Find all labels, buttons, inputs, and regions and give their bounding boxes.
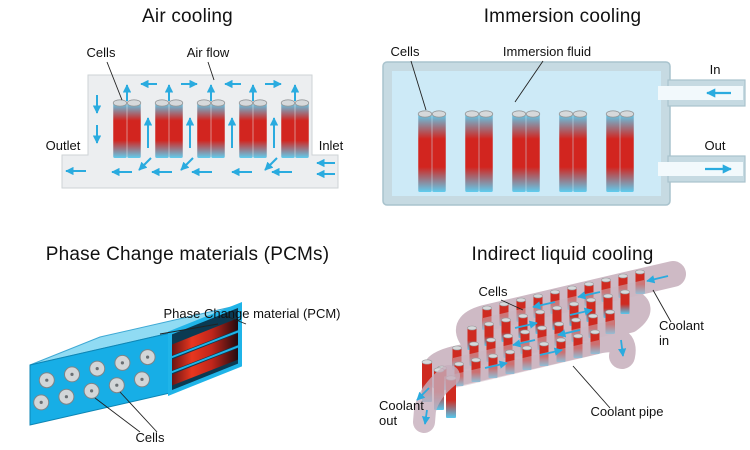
panel-indirect-liquid-cooling: Indirect liquid cooling bbox=[375, 230, 750, 450]
coolant-pipe-outlet-curl bbox=[413, 365, 460, 433]
immersion-cooling-diagram: Cells Immersion fluid In Out bbox=[382, 44, 746, 206]
air-flow-arrows bbox=[65, 79, 335, 179]
coolant-flow-arrows bbox=[705, 88, 732, 174]
label-cells: Cells bbox=[479, 284, 508, 299]
label-outlet: Outlet bbox=[46, 138, 81, 153]
label-coolant-out-line1: Coolant bbox=[379, 398, 424, 413]
interior-hot-cells bbox=[170, 318, 240, 386]
panel-air-cooling: Air cooling bbox=[0, 0, 375, 230]
label-immersion-fluid: Immersion fluid bbox=[503, 44, 591, 59]
inlet-channel bbox=[658, 86, 743, 100]
cell-end-circles bbox=[33, 349, 156, 411]
air-cooling-title: Air cooling bbox=[142, 6, 233, 27]
outlet-channel bbox=[658, 162, 743, 176]
air-cooling-diagram: Cells Air flow Outlet Inlet bbox=[46, 45, 344, 189]
label-inlet: Inlet bbox=[319, 138, 344, 153]
pcm-title: Phase Change materials (PCMs) bbox=[45, 244, 330, 265]
coolant-flow-arrows bbox=[416, 275, 669, 425]
label-coolant-in-line2: in bbox=[659, 333, 669, 348]
leader-lines bbox=[500, 289, 672, 409]
label-cells: Cells bbox=[391, 44, 420, 59]
label-cells: Cells bbox=[87, 45, 116, 60]
label-air-flow: Air flow bbox=[187, 45, 230, 60]
label-coolant-out-line2: out bbox=[379, 413, 397, 428]
label-in: In bbox=[710, 62, 721, 77]
label-coolant-pipe: Coolant pipe bbox=[591, 404, 664, 419]
label-cells: Cells bbox=[136, 430, 165, 445]
immersion-cooling-title: Immersion cooling bbox=[483, 6, 642, 27]
leader-lines bbox=[106, 61, 215, 101]
indirect-liquid-cooling-diagram: Cells Coolant in Coolant out Coolant pip… bbox=[379, 261, 704, 433]
leader-lines bbox=[410, 60, 544, 111]
panel-pcm: Phase Change materials (PCMs) bbox=[0, 230, 375, 450]
panel-immersion-cooling: Immersion cooling bbox=[375, 0, 750, 230]
label-coolant-in-line1: Coolant bbox=[659, 318, 704, 333]
pcm-diagram: Phase Change material (PCM) Cells bbox=[29, 302, 341, 445]
indirect-liquid-cooling-title: Indirect liquid cooling bbox=[471, 244, 654, 265]
leader-lines bbox=[94, 315, 247, 433]
label-pcm-material: Phase Change material (PCM) bbox=[163, 306, 340, 321]
label-out: Out bbox=[705, 138, 726, 153]
